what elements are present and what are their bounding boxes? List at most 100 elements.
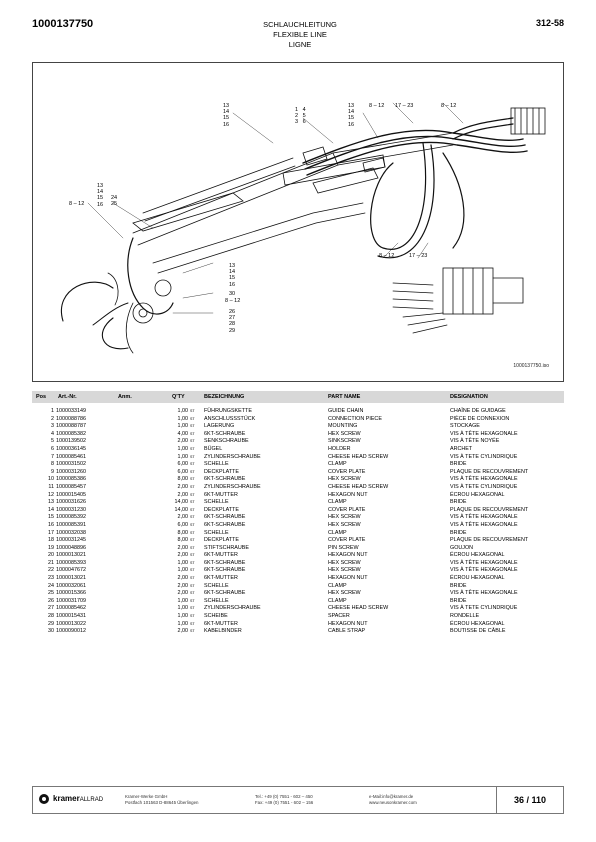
brand-logo: kramerALLRAD: [39, 794, 103, 804]
cell-unit: ST: [190, 606, 195, 611]
cell-de: 6KT-SCHRAUBE: [204, 521, 246, 528]
cell-art: 1000139502: [56, 438, 86, 445]
cell-en: CLAMP: [328, 597, 347, 604]
cell-qty: 14,00: [174, 506, 189, 513]
cell-art: 1000085461: [56, 453, 86, 460]
phone-number: Tel.: +49 (0) 7551 - 602 – 450: [255, 794, 313, 799]
callout-8-12-b: 8 – 12: [441, 103, 457, 109]
callout-8-12-e: 8 – 12: [379, 253, 395, 259]
cell-art: 1000033149: [56, 408, 86, 414]
cell-pos: 2: [51, 415, 54, 422]
cell-en: CHEESE HEAD SCREW: [328, 483, 389, 490]
callout-13-16-b: 13 14 15 16: [348, 103, 355, 128]
cell-de: SCHELLE: [204, 499, 229, 506]
cell-pos: 17: [48, 529, 54, 536]
cell-qty: 2,00: [177, 582, 189, 589]
callout-1-6: 1 4 2 5 3 6: [295, 107, 306, 126]
contact-phone: Tel.: +49 (0) 7551 - 602 – 450 Fax: +49 …: [255, 794, 313, 806]
cell-en: CLAMP: [328, 529, 347, 536]
cell-pos: 29: [48, 620, 54, 627]
cell-en: COVER PLATE: [328, 468, 366, 475]
cell-qty: 8,00: [177, 537, 189, 544]
cell-de: DECKPLATTE: [204, 537, 239, 544]
cell-qty: 2,00: [177, 438, 189, 445]
cell-en: HEX SCREW: [328, 476, 361, 483]
cell-en: HOLDER: [328, 445, 351, 452]
cell-pos: 8: [51, 461, 54, 468]
cell-unit: ST: [190, 530, 195, 535]
callout-13-16-c: 13 14 15 16: [97, 183, 104, 208]
callout-13-16-a: 13 14 15 16: [223, 103, 230, 128]
page-footer: kramerALLRAD Kramer-Werke GmbH Postfach …: [32, 786, 564, 814]
cell-qty: 1,00: [177, 408, 189, 414]
cell-art: 1000032038: [56, 529, 86, 536]
cell-art: 1000085391: [56, 521, 86, 528]
callout-8-12-d: 8 – 12: [225, 298, 241, 304]
cell-fr: VIS À TÊTE HEXAGONALE: [450, 590, 518, 597]
cell-pos: 5: [51, 438, 54, 445]
cell-art: 1000015405: [56, 491, 86, 498]
cell-fr: ÉCROU HEXAGONAL: [450, 552, 505, 559]
email-address: e-Mail:info@kramer.de: [369, 794, 414, 799]
cell-de: ZYLINDERSCHRAUBE: [204, 483, 261, 490]
cell-unit: ST: [190, 439, 195, 444]
website: www.neusonkramer.com: [369, 800, 417, 805]
cell-qty: 2,00: [177, 514, 189, 521]
cell-qty: 1,00: [177, 445, 189, 452]
document-title: SCHLAUCHLEITUNG FLEXIBLE LINE LIGNE: [200, 20, 400, 50]
cell-fr: PLAQUE DE RECOUVREMENT: [450, 537, 529, 544]
cell-fr: VIS À TÊTE HEXAGONALE: [450, 567, 518, 574]
cell-en: CONNECTION PIECE: [328, 415, 382, 422]
cell-art: 1000085462: [56, 605, 86, 612]
cell-unit: ST: [190, 492, 195, 497]
cell-de: 6KT-MUTTER: [204, 491, 238, 498]
cell-fr: VIS À TÊTE HEXAGONALE: [450, 514, 518, 521]
header-bezeichnung: BEZEICHNUNG: [204, 394, 245, 400]
cell-fr: BRIDE: [450, 499, 467, 506]
cell-pos: 3: [51, 423, 54, 430]
cell-en: GUIDE CHAIN: [328, 408, 364, 414]
cell-qty: 1,00: [177, 415, 189, 422]
callout-17-23-a: 17 – 23: [395, 103, 414, 109]
contact-web: e-Mail:info@kramer.de www.neusonkramer.c…: [369, 794, 417, 806]
cell-fr: VIS À TÊTE HEXAGONALE: [450, 476, 518, 483]
cell-de: SCHELLE: [204, 461, 229, 468]
cell-art: 1000090012: [56, 628, 86, 635]
cell-qty: 6,00: [177, 468, 189, 475]
cell-fr: BOUTISSE DE CÂBLE: [450, 628, 506, 635]
cell-unit: ST: [190, 598, 195, 603]
crane-arm-illustration: [60, 102, 546, 354]
cell-unit: ST: [190, 431, 195, 436]
header-anm: Anm.: [118, 394, 132, 400]
cell-art: 1000013021: [56, 575, 86, 582]
cell-qty: 2,00: [177, 575, 189, 582]
cell-qty: 14,00: [174, 499, 189, 506]
cell-unit: ST: [190, 576, 195, 581]
cell-fr: VIS À TÊTE NOYÉE: [450, 438, 500, 445]
cell-unit: ST: [190, 591, 195, 596]
cell-art: 1000031230: [56, 506, 86, 513]
cell-fr: PIÈCE DE CONNEXION: [450, 415, 510, 422]
cell-unit: ST: [190, 462, 195, 467]
cell-pos: 23: [48, 575, 54, 582]
cell-pos: 13: [48, 499, 54, 506]
cell-qty: 2,00: [177, 590, 189, 597]
cell-en: CHEESE HEAD SCREW: [328, 453, 389, 460]
cell-art: 1000036145: [56, 445, 86, 452]
cell-pos: 7: [51, 453, 54, 460]
exploded-drawing: 13 14 15 16 1 4 2 5 3 6 13 14 15 16 8 – …: [32, 62, 564, 382]
cell-fr: ÉCROU HEXAGONAL: [450, 620, 505, 627]
cell-en: HEX SCREW: [328, 521, 361, 528]
